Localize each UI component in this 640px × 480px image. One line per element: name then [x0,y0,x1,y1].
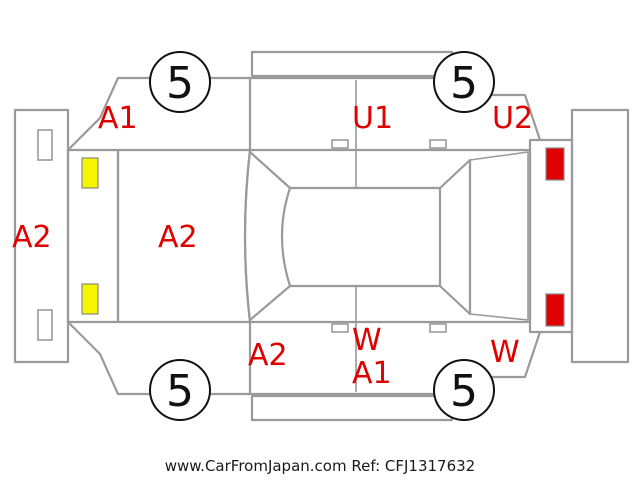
label-rear-right: U2 [492,101,533,136]
tire-top-left-rating: 5 [166,58,194,109]
label-front-bumper: A2 [12,220,52,255]
rear-light-top [545,147,565,181]
label-roof-area: U1 [352,101,393,136]
label-rear-lower-right: W [490,335,520,370]
front-light-top [81,157,99,189]
tire-bottom-right: 5 [433,359,495,421]
tire-bottom-left: 5 [149,359,211,421]
front-bumper-panel [13,108,70,364]
watermark-text: www.CarFromJapan.com Ref: CFJ1317632 [164,457,476,475]
tire-top-left: 5 [149,51,211,113]
car-body-outline [66,80,574,392]
tire-top-right: 5 [433,51,495,113]
label-hood: A2 [158,220,198,255]
tire-bottom-left-rating: 5 [166,366,194,417]
label-front-left-door: A1 [98,101,138,136]
rear-bumper-panel [570,108,630,364]
label-lower-door-w: W [352,323,382,358]
front-light-bottom [81,283,99,315]
label-lower-door-a1: A1 [352,356,392,391]
rear-light-bottom [545,293,565,327]
tire-top-right-rating: 5 [450,58,478,109]
tire-bottom-right-rating: 5 [450,366,478,417]
label-lower-front-left: A2 [248,338,288,373]
